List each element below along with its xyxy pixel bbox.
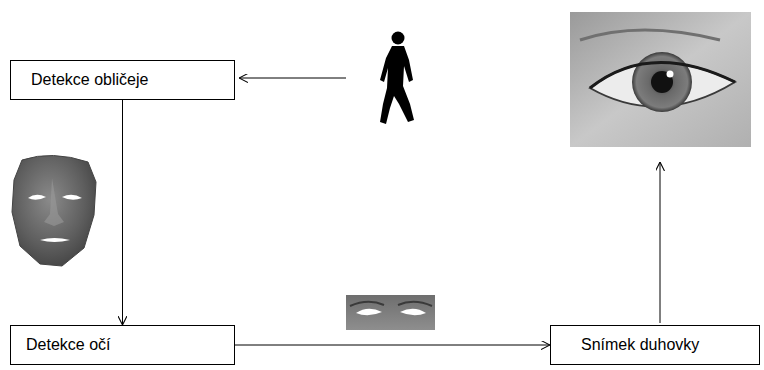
strip-brow <box>350 302 384 306</box>
eye-highlight <box>667 71 674 78</box>
eyes-strip <box>346 295 435 330</box>
mask-eye <box>28 195 46 200</box>
process-box: Detekce obličeje <box>10 60 235 100</box>
strip-brow <box>398 302 432 306</box>
arrow <box>239 78 346 79</box>
process-box: Detekce očí <box>10 325 235 365</box>
person-body <box>380 46 414 124</box>
flow-arrow <box>122 100 123 325</box>
process-box: Snímek duhovky <box>550 325 760 365</box>
arrow <box>660 162 661 323</box>
strip-eye <box>400 309 426 316</box>
strip-eye <box>356 309 382 316</box>
flow-arrow <box>235 345 550 346</box>
eyes-strip-skin <box>346 295 435 330</box>
eye-photo-skin <box>570 12 751 147</box>
box-label: Detekce očí <box>26 336 110 354</box>
eye-pupil <box>651 71 673 93</box>
eye-brow-fold <box>580 30 720 40</box>
face-mask <box>12 155 96 266</box>
mask-shape <box>12 155 96 266</box>
mask-eye <box>62 195 82 200</box>
person-head <box>392 32 405 45</box>
eye-lashline <box>590 62 735 88</box>
mask-nose <box>44 178 64 226</box>
eye-photo <box>570 12 751 147</box>
walking-person <box>380 32 414 125</box>
mask-mouth <box>40 238 70 242</box>
box-label: Snímek duhovky <box>581 336 699 354</box>
box-label: Detekce obličeje <box>31 71 148 89</box>
